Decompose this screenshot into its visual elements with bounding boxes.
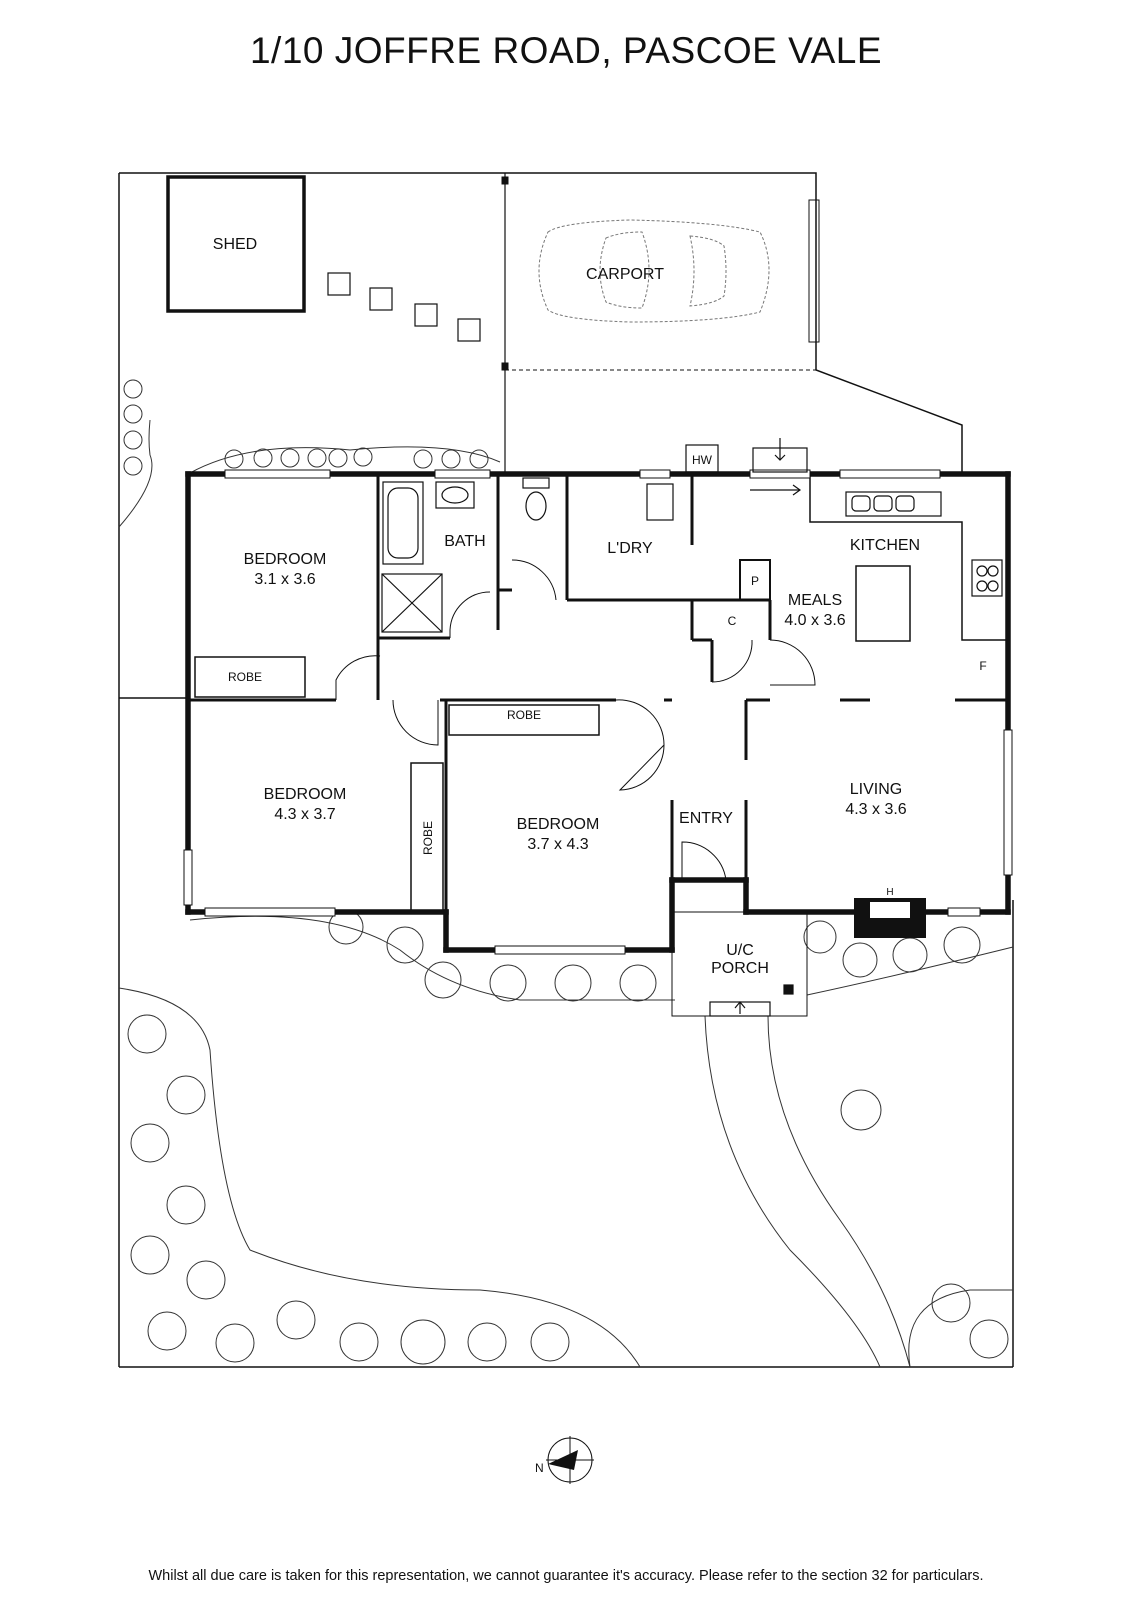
interior-walls bbox=[188, 474, 1008, 912]
label-pantry: P bbox=[751, 574, 759, 588]
label-robe-bedroom2: ROBE bbox=[421, 821, 435, 855]
compass-north-label: N bbox=[535, 1461, 544, 1475]
heater-icon bbox=[854, 898, 926, 938]
fixtures bbox=[381, 438, 1003, 1017]
label-shed: SHED bbox=[213, 236, 257, 253]
label-living-name: LIVING bbox=[850, 781, 902, 798]
label-kitchen: KITCHEN bbox=[850, 537, 920, 554]
disclaimer-text: Whilst all due care is taken for this re… bbox=[148, 1568, 984, 1584]
room-labels: SHED CARPORT BEDROOM 3.1 x 3.6 BATH L'DR… bbox=[213, 236, 987, 977]
site-boundary bbox=[118, 172, 1014, 1368]
label-meals-name: MEALS bbox=[788, 592, 842, 609]
label-heater: H bbox=[886, 887, 893, 898]
label-porch-line1: U/C bbox=[726, 942, 754, 959]
shed-outline bbox=[166, 175, 306, 313]
compass-icon: N bbox=[535, 1436, 594, 1484]
car-icon bbox=[538, 219, 770, 323]
stepping-stones bbox=[327, 272, 481, 342]
label-cupboard: C bbox=[728, 614, 737, 628]
robes bbox=[194, 656, 600, 912]
label-porch-line2: PORCH bbox=[711, 960, 769, 977]
label-entry: ENTRY bbox=[679, 810, 733, 827]
label-hw: HW bbox=[692, 453, 713, 467]
label-bedroom2-dims: 4.3 x 3.7 bbox=[274, 806, 335, 823]
label-bedroom1-name: BEDROOM bbox=[244, 551, 327, 568]
door-swings bbox=[335, 559, 816, 881]
label-meals-dims: 4.0 x 3.6 bbox=[784, 612, 845, 629]
label-fridge: F bbox=[979, 659, 986, 673]
label-bath: BATH bbox=[444, 533, 485, 550]
plan-title: 1/10 JOFFRE ROAD, PASCOE VALE bbox=[249, 30, 883, 71]
label-robe-bedroom1: ROBE bbox=[228, 670, 262, 684]
label-carport: CARPORT bbox=[586, 266, 664, 283]
label-robe-bedroom3: ROBE bbox=[507, 708, 541, 722]
label-bedroom1-dims: 3.1 x 3.6 bbox=[254, 571, 315, 588]
label-bedroom3-dims: 3.7 x 4.3 bbox=[527, 836, 588, 853]
label-laundry: L'DRY bbox=[607, 540, 653, 557]
shrubs bbox=[118, 379, 1014, 1368]
carport-outline bbox=[501, 173, 820, 475]
label-bedroom2-name: BEDROOM bbox=[264, 786, 347, 803]
label-living-dims: 4.3 x 3.6 bbox=[845, 801, 906, 818]
windows bbox=[183, 469, 1013, 955]
label-bedroom3-name: BEDROOM bbox=[517, 816, 600, 833]
